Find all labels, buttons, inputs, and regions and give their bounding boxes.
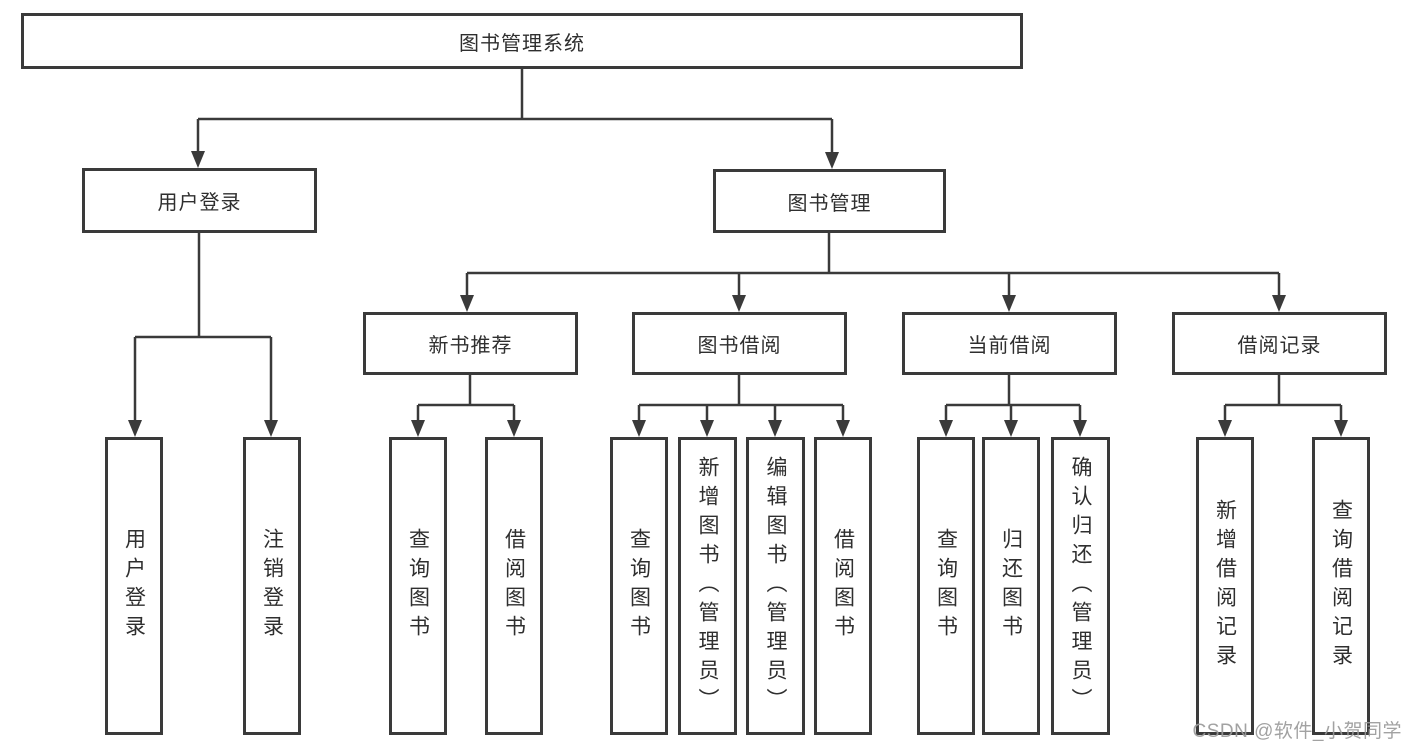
node-label: 归还图书	[999, 528, 1023, 644]
node-label: 图书管理系统	[459, 32, 585, 55]
leaf-query-books-3: 查询图书	[917, 437, 975, 735]
leaf-borrow-books-1: 借阅图书	[485, 437, 543, 735]
node-label: 新增图书（管理员）	[696, 455, 719, 717]
node-label: 查询借阅记录	[1329, 499, 1353, 673]
node-label: 查询图书	[406, 528, 430, 644]
node-label: 确认归还（管理员）	[1069, 455, 1092, 717]
leaf-logout: 注销登录	[243, 437, 301, 735]
node-label: 借阅记录	[1237, 335, 1322, 357]
node-label: 借阅图书	[831, 528, 855, 644]
node-label: 图书管理	[787, 192, 872, 215]
leaf-query-books-2: 查询图书	[610, 437, 668, 735]
node-user-login: 用户登录	[82, 168, 317, 233]
leaf-add-books-admin: 新增图书（管理员）	[678, 437, 737, 735]
leaf-add-borrow-record: 新增借阅记录	[1196, 437, 1254, 735]
node-label: 编辑图书（管理员）	[764, 455, 787, 717]
node-new-book-recommend: 新书推荐	[363, 312, 578, 375]
node-current-borrowing: 当前借阅	[902, 312, 1117, 375]
node-label: 注销登录	[260, 528, 284, 644]
leaf-edit-books-admin: 编辑图书（管理员）	[746, 437, 805, 735]
node-label: 新增借阅记录	[1213, 499, 1237, 673]
leaf-confirm-return-admin: 确认归还（管理员）	[1051, 437, 1110, 735]
node-book-management: 图书管理	[713, 169, 946, 233]
leaf-borrow-books-2: 借阅图书	[814, 437, 872, 735]
node-label: 查询图书	[627, 528, 651, 644]
leaf-user-login: 用户登录	[105, 437, 163, 735]
node-label: 当前借阅	[967, 335, 1052, 357]
leaf-query-borrow-record: 查询借阅记录	[1312, 437, 1370, 735]
node-label: 图书借阅	[697, 335, 782, 357]
node-library-management-system: 图书管理系统	[21, 13, 1023, 69]
node-book-borrowing: 图书借阅	[632, 312, 847, 375]
node-label: 用户登录	[122, 528, 146, 644]
node-label: 查询图书	[934, 528, 958, 644]
node-label: 新书推荐	[428, 335, 513, 357]
node-label: 用户登录	[157, 192, 242, 214]
leaf-query-books-1: 查询图书	[389, 437, 447, 735]
leaf-return-books: 归还图书	[982, 437, 1040, 735]
node-borrowing-records: 借阅记录	[1172, 312, 1387, 375]
node-label: 借阅图书	[502, 528, 526, 644]
csdn-watermark: CSDN @软件_小贺同学	[1192, 721, 1402, 742]
